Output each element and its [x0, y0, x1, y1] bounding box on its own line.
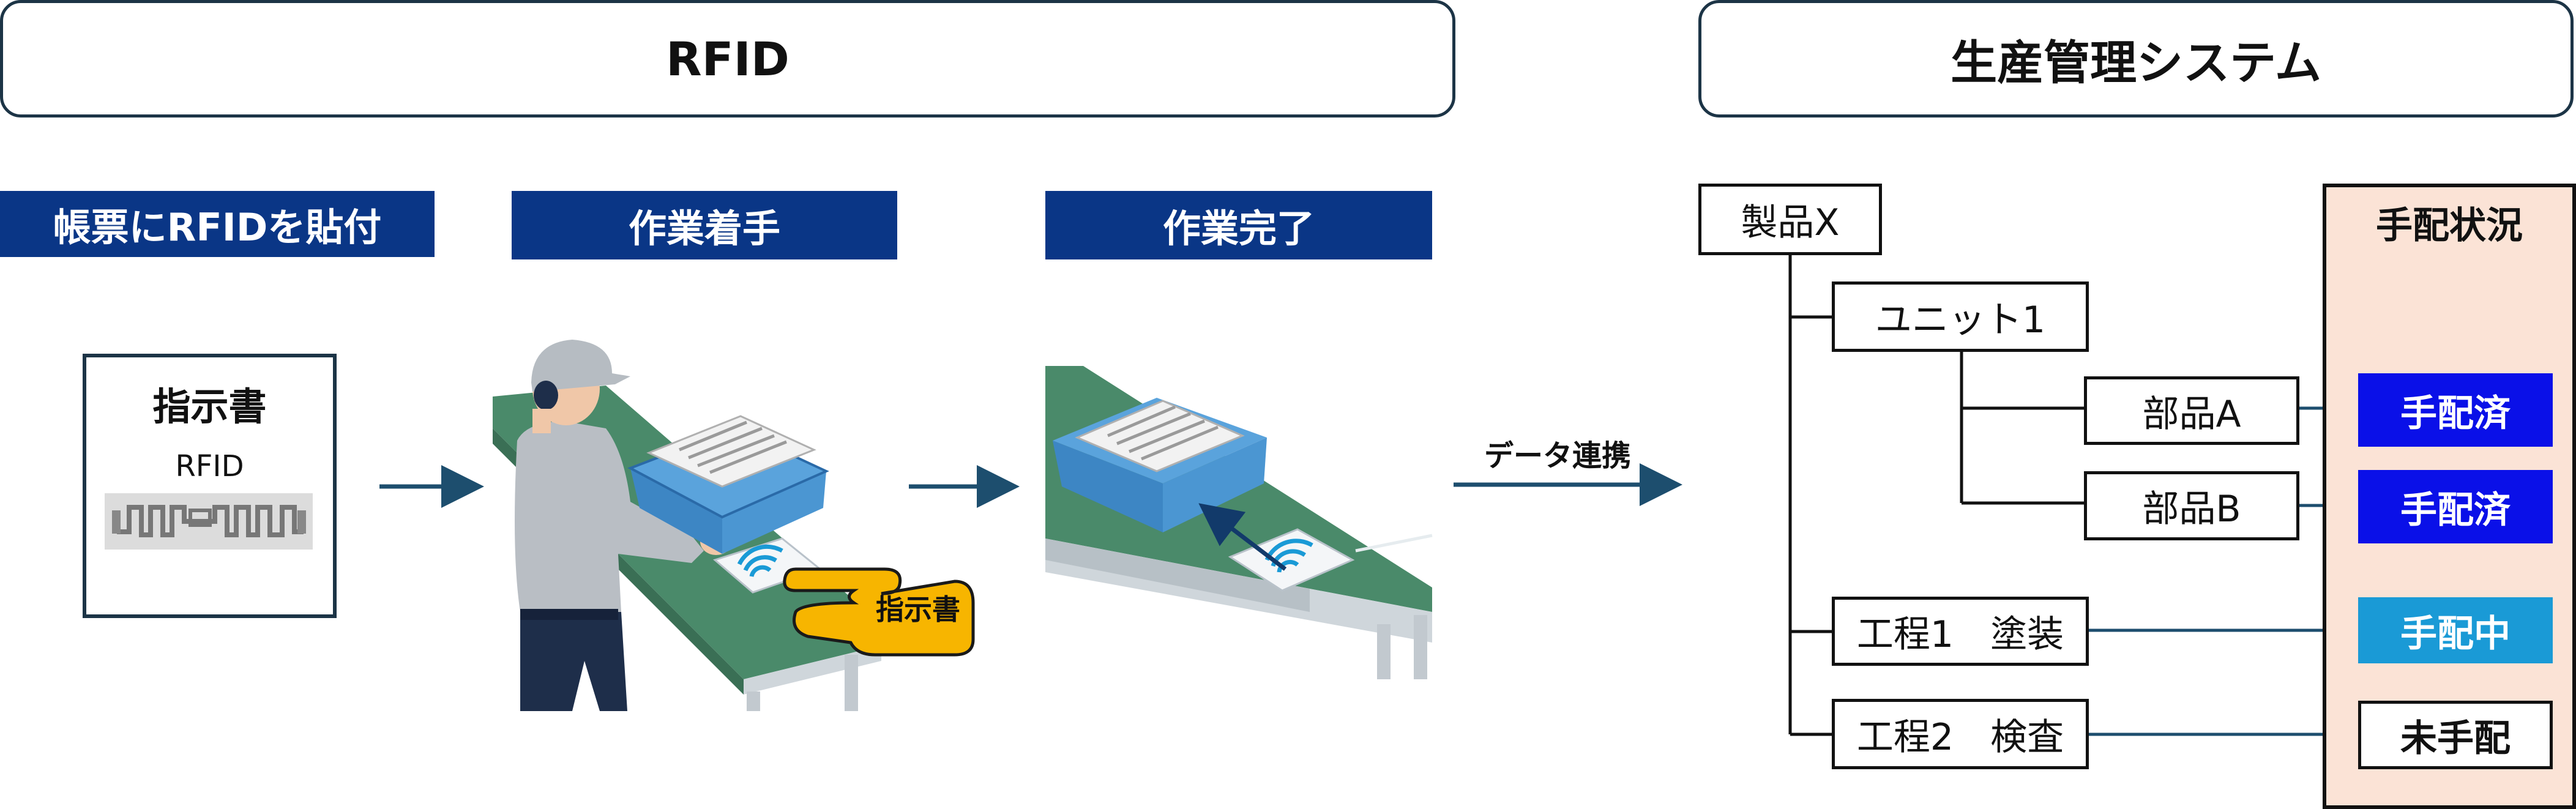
worker-scene: [493, 340, 881, 711]
instruction-card: 指示書 RFID: [83, 354, 337, 618]
node-part-b: 部品B: [2084, 471, 2299, 540]
node-product-x: 製品X: [1698, 184, 1882, 255]
step-attach-rfid: 帳票にRFIDを貼付: [0, 191, 435, 257]
status-part-b: 手配済: [2358, 470, 2553, 543]
rfid-header: RFID: [0, 0, 1455, 117]
status-process-2: 未手配: [2358, 701, 2553, 769]
node-process-1: 工程1 塗装: [1832, 597, 2089, 666]
step-start-work: 作業着手: [512, 191, 897, 259]
rfid-tag-icon: [105, 493, 313, 550]
data-link-label: データ連携: [1484, 439, 1631, 473]
status-part-a: 手配済: [2358, 373, 2553, 447]
instruction-card-title: 指示書: [152, 384, 267, 429]
system-header: 生産管理システム: [1698, 0, 2574, 117]
completion-scene: [1045, 366, 1433, 679]
step-finish-work: 作業完了: [1045, 191, 1432, 259]
hand-label: 指示書: [876, 593, 960, 626]
status-process-1: 手配中: [2358, 597, 2553, 663]
rfid-tag-label: RFID: [175, 449, 244, 483]
node-part-a: 部品A: [2084, 376, 2299, 445]
pointing-hand-icon: [783, 567, 975, 657]
tree-connectors: [1788, 255, 2086, 736]
node-process-2: 工程2 検査: [1832, 699, 2089, 769]
read-arrow: [1198, 503, 1287, 571]
status-arrows: [2087, 393, 2362, 750]
status-panel-title: 手配状況: [2376, 204, 2523, 247]
node-unit-1: ユニット1: [1832, 281, 2089, 352]
